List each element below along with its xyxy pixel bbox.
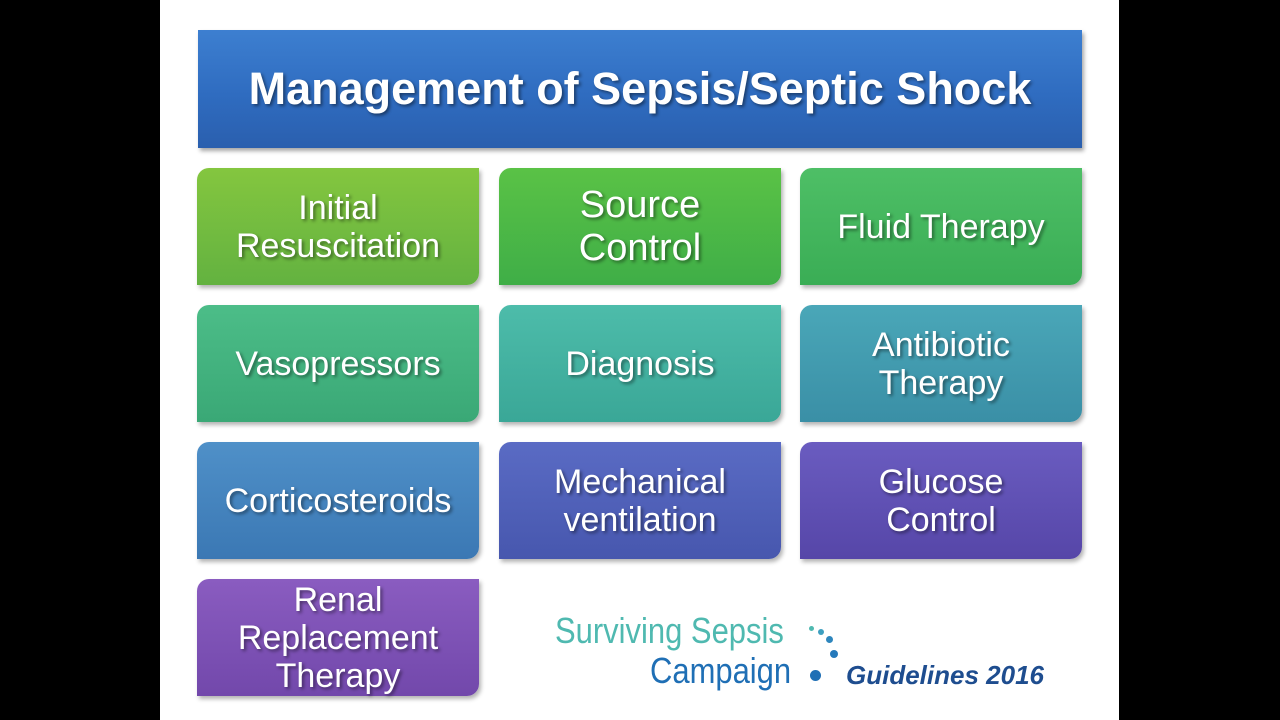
- tile-source-control: Source Control: [499, 168, 781, 285]
- tile-label: Antibiotic: [872, 325, 1010, 364]
- tile-label: Source: [579, 183, 701, 226]
- title-banner: Management of Sepsis/Septic Shock: [198, 30, 1082, 148]
- tile-label: Therapy: [275, 656, 401, 695]
- tile-mechanical-ventilation: Mechanical ventilation: [499, 442, 781, 559]
- logo-dot-icon: [826, 636, 833, 643]
- tile-renal-replacement-therapy: Renal Replacement Therapy: [197, 579, 479, 696]
- tile-glucose-control: Glucose Control: [800, 442, 1082, 559]
- logo-dot-icon: [809, 626, 814, 631]
- tile-label: Initial: [298, 188, 378, 227]
- tile-corticosteroids: Corticosteroids: [197, 442, 479, 559]
- tile-diagnosis: Diagnosis: [499, 305, 781, 422]
- slide: Management of Sepsis/Septic Shock Initia…: [160, 0, 1119, 720]
- tile-label: Therapy: [878, 363, 1004, 402]
- tile-fluid-therapy: Fluid Therapy: [800, 168, 1082, 285]
- tile-label: Control: [886, 500, 996, 539]
- tile-label: Fluid Therapy: [837, 207, 1045, 246]
- tile-label: Glucose: [878, 462, 1004, 501]
- tile-label: Mechanical: [554, 462, 726, 501]
- tile-label: Diagnosis: [565, 344, 715, 383]
- surviving-sepsis-logo: Surviving Sepsis Campaign: [555, 610, 845, 700]
- tile-vasopressors: Vasopressors: [197, 305, 479, 422]
- logo-dot-icon: [810, 670, 821, 681]
- logo-dot-icon: [818, 629, 824, 635]
- tile-label: Vasopressors: [235, 344, 441, 383]
- logo-text-line2: Campaign: [650, 650, 792, 691]
- tile-label: Corticosteroids: [224, 481, 452, 520]
- tile-label: Replacement: [237, 618, 439, 657]
- tile-antibiotic-therapy: Antibiotic Therapy: [800, 305, 1082, 422]
- tile-label: Resuscitation: [235, 226, 441, 265]
- tile-initial-resuscitation: Initial Resuscitation: [197, 168, 479, 285]
- slide-title: Management of Sepsis/Septic Shock: [248, 63, 1032, 114]
- tile-label: ventilation: [563, 500, 717, 539]
- tile-label: Renal: [293, 580, 383, 619]
- logo-dot-icon: [830, 650, 838, 658]
- guidelines-year-label: Guidelines 2016: [846, 660, 1044, 690]
- tile-label: Control: [578, 226, 702, 269]
- logo-text-line1: Surviving Sepsis: [555, 610, 784, 651]
